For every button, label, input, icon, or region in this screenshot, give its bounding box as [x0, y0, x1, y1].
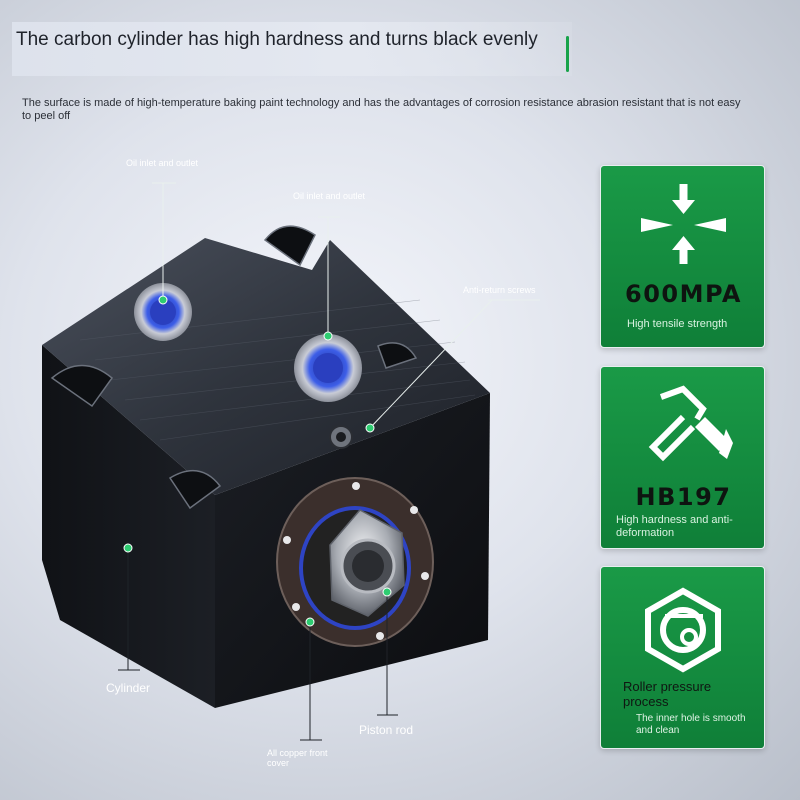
- mount-notch-back-left: [263, 225, 316, 267]
- marker-front-cover: [305, 617, 315, 627]
- feature-card-tensile: 600MPA High tensile strength: [600, 165, 765, 348]
- feature-value-hardness: HB197: [635, 483, 732, 511]
- cylinder-left-face: [42, 345, 215, 708]
- feature-value-tensile: 600MPA: [625, 280, 742, 308]
- headline-accent-bar: [566, 36, 569, 72]
- feature-label-tensile: High tensile strength: [627, 318, 728, 330]
- feature-label-hardness: High hardness and anti-deformation: [616, 514, 733, 539]
- marker-cylinder: [123, 543, 133, 553]
- feature-desc-roller: The inner hole is smooth and clean: [636, 713, 746, 736]
- feature-title-roller: Roller pressure process: [623, 679, 712, 709]
- callout-piston-rod: Piston rod: [359, 723, 414, 737]
- marker-oil-port-left: [158, 295, 168, 305]
- headline-banner: [12, 22, 572, 76]
- callout-cylinder: Cylinder: [106, 681, 151, 695]
- cylinder-illustration: [42, 182, 540, 741]
- roller-hexagon-icon: [645, 587, 721, 673]
- mount-notch-back-right: [377, 342, 418, 369]
- compression-arrows-icon: [641, 184, 726, 264]
- feature-card-hardness: HB197 High hardness and anti-deformation: [600, 366, 765, 549]
- marker-anti-return: [365, 423, 375, 433]
- marker-piston-rod: [382, 587, 392, 597]
- callout-oil-inlet-right: Oil inlet and outlet: [293, 191, 366, 201]
- callout-oil-inlet-left: Oil inlet and outlet: [126, 158, 199, 168]
- hammer-icon: [648, 385, 733, 462]
- page-subheadline: The surface is made of high-temperature …: [22, 97, 741, 122]
- callout-front-cover: All copper front cover: [267, 748, 328, 768]
- mount-notch-front-left: [168, 469, 222, 510]
- callout-anti-return-screws: Anti-return screws: [463, 285, 536, 295]
- feature-card-roller: Roller pressure process The inner hole i…: [600, 566, 765, 749]
- marker-oil-port-right: [323, 331, 333, 341]
- mount-notch-left: [50, 364, 114, 408]
- page-headline: The carbon cylinder has high hardness an…: [16, 29, 538, 50]
